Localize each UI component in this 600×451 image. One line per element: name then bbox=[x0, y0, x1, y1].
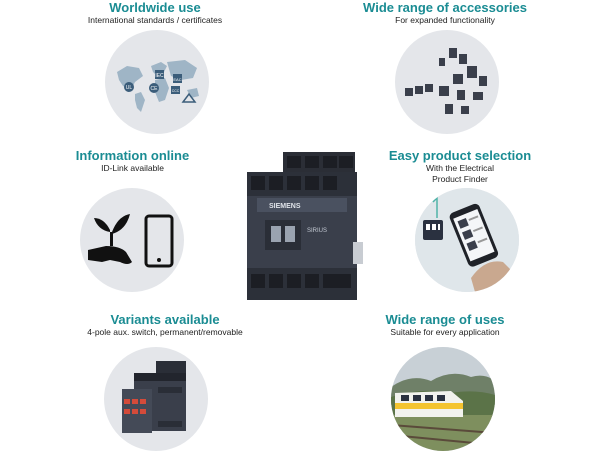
product-model-label: SIRIUS bbox=[307, 228, 327, 234]
accessories-circle bbox=[395, 30, 499, 134]
feature-title: Information online bbox=[75, 148, 190, 163]
feature-subtitle: ID-Link available bbox=[101, 163, 164, 173]
contactor-product-icon: SIEMENS SIRIUS bbox=[247, 152, 363, 300]
feature-subtitle-line2: Product Finder bbox=[432, 174, 488, 184]
svg-text:CE: CE bbox=[151, 86, 159, 92]
phone-in-hand-icon bbox=[415, 188, 519, 292]
feature-title: Wide range of uses bbox=[385, 312, 505, 327]
product-brand-label: SIEMENS bbox=[269, 203, 301, 210]
uses-circle bbox=[391, 347, 495, 451]
contactor-variant-icon bbox=[122, 361, 186, 433]
feature-variants-available: Variants available 4-pole aux. switch, p… bbox=[60, 312, 270, 338]
feature-subtitle: International standards / certificates bbox=[87, 15, 223, 25]
worldwide-circle: IEC EAC UL CE CCC bbox=[105, 30, 209, 134]
product-selection-circle bbox=[415, 188, 519, 292]
feature-title: Variants available bbox=[110, 312, 220, 327]
feature-title: Wide range of accessories bbox=[363, 0, 527, 15]
feature-worldwide-use: Worldwide use International standards / … bbox=[60, 0, 250, 26]
feature-information-online: Information online ID-Link available bbox=[55, 148, 210, 174]
accessories-icon bbox=[405, 48, 487, 114]
svg-text:EAC: EAC bbox=[173, 77, 181, 82]
feature-title: Worldwide use bbox=[109, 0, 201, 15]
feature-subtitle: For expanded functionality bbox=[395, 15, 495, 25]
train-icon bbox=[391, 347, 495, 451]
svg-text:UL: UL bbox=[126, 85, 133, 91]
feature-title: Easy product selection bbox=[388, 148, 532, 163]
plant-hand-icon bbox=[88, 214, 174, 268]
feature-subtitle: 4-pole aux. switch, permanent/removable bbox=[87, 327, 243, 337]
svg-text:CCC: CCC bbox=[172, 89, 180, 93]
smartphone-icon bbox=[144, 214, 174, 268]
variants-circle bbox=[104, 347, 208, 451]
world-map-icon: IEC EAC UL CE CCC bbox=[117, 60, 199, 112]
information-circle bbox=[80, 188, 184, 292]
feature-accessories: Wide range of accessories For expanded f… bbox=[345, 0, 545, 26]
feature-subtitle-line1: With the Electrical bbox=[425, 163, 495, 173]
feature-wide-range-of-uses: Wide range of uses Suitable for every ap… bbox=[370, 312, 520, 338]
feature-easy-product-selection: Easy product selection With the Electric… bbox=[380, 148, 540, 185]
svg-text:IEC: IEC bbox=[155, 73, 164, 79]
cert-mark-icons: IEC EAC UL CE CCC bbox=[124, 70, 197, 103]
feature-subtitle: Suitable for every application bbox=[390, 327, 500, 337]
